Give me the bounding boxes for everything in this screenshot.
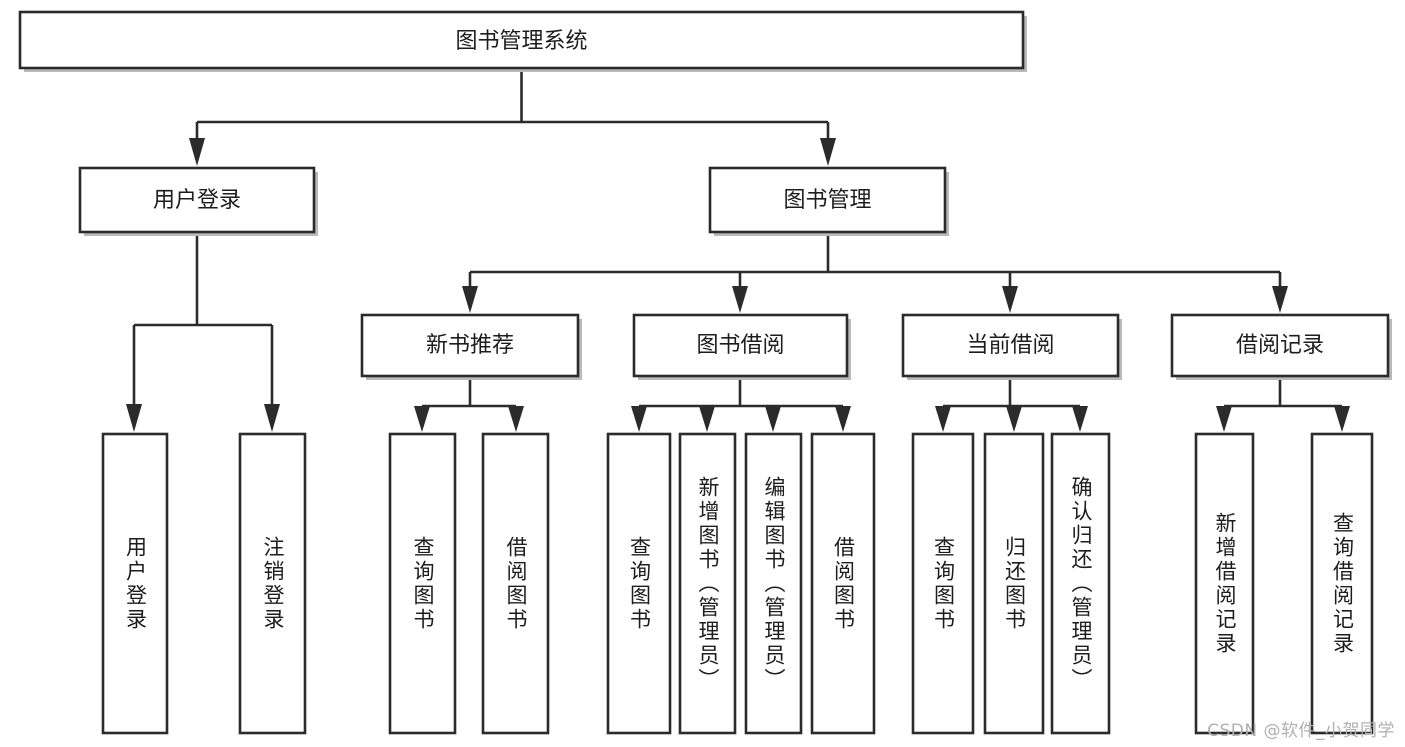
leaf-box-cb-query-book[interactable] [911,432,975,735]
node-borrow-record[interactable]: 借阅记录 [1170,313,1392,380]
leaf-box-bb-borrow-book[interactable] [810,432,876,735]
node-root[interactable]: 图书管理系统 [18,10,1027,72]
root-box[interactable] [18,10,1025,70]
arrow-head-user-login [189,138,205,166]
arrow-head-cb-confirm [1072,406,1088,432]
connector-layer [126,68,1350,432]
leaf-box-user-login[interactable] [101,432,169,735]
leaf-box-bb-add-book[interactable] [678,432,737,735]
user-login-label: 用户登录 [153,188,241,213]
csdn-watermark: CSDN @软件_小贺同学 [1207,721,1395,741]
leaf-box-logout[interactable] [238,432,307,735]
leaf-box-cb-return-book[interactable] [983,432,1045,735]
node-current-borrow[interactable]: 当前借阅 [901,313,1122,380]
arrow-head-br-query [1334,406,1350,432]
node-book-borrow[interactable]: 图书借阅 [632,313,851,380]
leaf-box-nb-query-book[interactable] [388,432,457,735]
current-borrow-box[interactable] [901,313,1120,378]
leaf-box-bb-edit-book[interactable] [744,432,803,735]
book-borrow-label: 图书借阅 [696,333,784,358]
arrow-head-leaf-logout [264,404,280,432]
book-borrow-box[interactable] [632,313,849,378]
node-user-login[interactable]: 用户登录 [78,166,318,236]
arrow-head-cb-return [1006,406,1022,432]
arrow-head-book-borrow [732,286,748,313]
leaf-box-br-add-record[interactable] [1194,432,1255,735]
arrow-head-borrow-record [1272,286,1288,313]
leaf-box-bb-query-book[interactable] [606,432,672,735]
arrow-head-bb-borrow [835,406,851,432]
current-borrow-label: 当前借阅 [966,333,1054,358]
leaf-box-nb-borrow-book[interactable] [481,432,550,735]
user-login-box[interactable] [78,166,316,234]
borrow-record-box[interactable] [1170,313,1390,378]
arrow-head-bb-edit [765,406,781,432]
arrow-head-new-book-query [414,406,430,432]
leaf-box-br-query-record[interactable] [1310,432,1374,735]
arrow-head-bb-add [699,406,715,432]
new-book-box[interactable] [360,313,580,378]
leaf-box-layer [101,432,1374,735]
arrow-head-cb-query [935,406,951,432]
leaf-box-cb-confirm-return[interactable] [1050,432,1111,735]
arrow-head-book-manage [820,138,836,166]
arrow-head-leaf-user-login [126,404,142,432]
borrow-record-label: 借阅记录 [1236,333,1324,358]
book-manage-box[interactable] [708,166,947,234]
arrow-head-br-add [1216,406,1232,432]
book-manage-label: 图书管理 [783,188,871,213]
arrow-head-bb-query [631,406,647,432]
arrow-head-new-book [462,286,478,313]
root-label: 图书管理系统 [455,29,587,54]
node-book-manage[interactable]: 图书管理 [708,166,949,236]
new-book-label: 新书推荐 [426,333,514,358]
arrow-head-new-book-borrow [508,406,524,432]
arrow-head-current-borrow [1002,286,1018,313]
node-new-book-recommend[interactable]: 新书推荐 [360,313,582,380]
